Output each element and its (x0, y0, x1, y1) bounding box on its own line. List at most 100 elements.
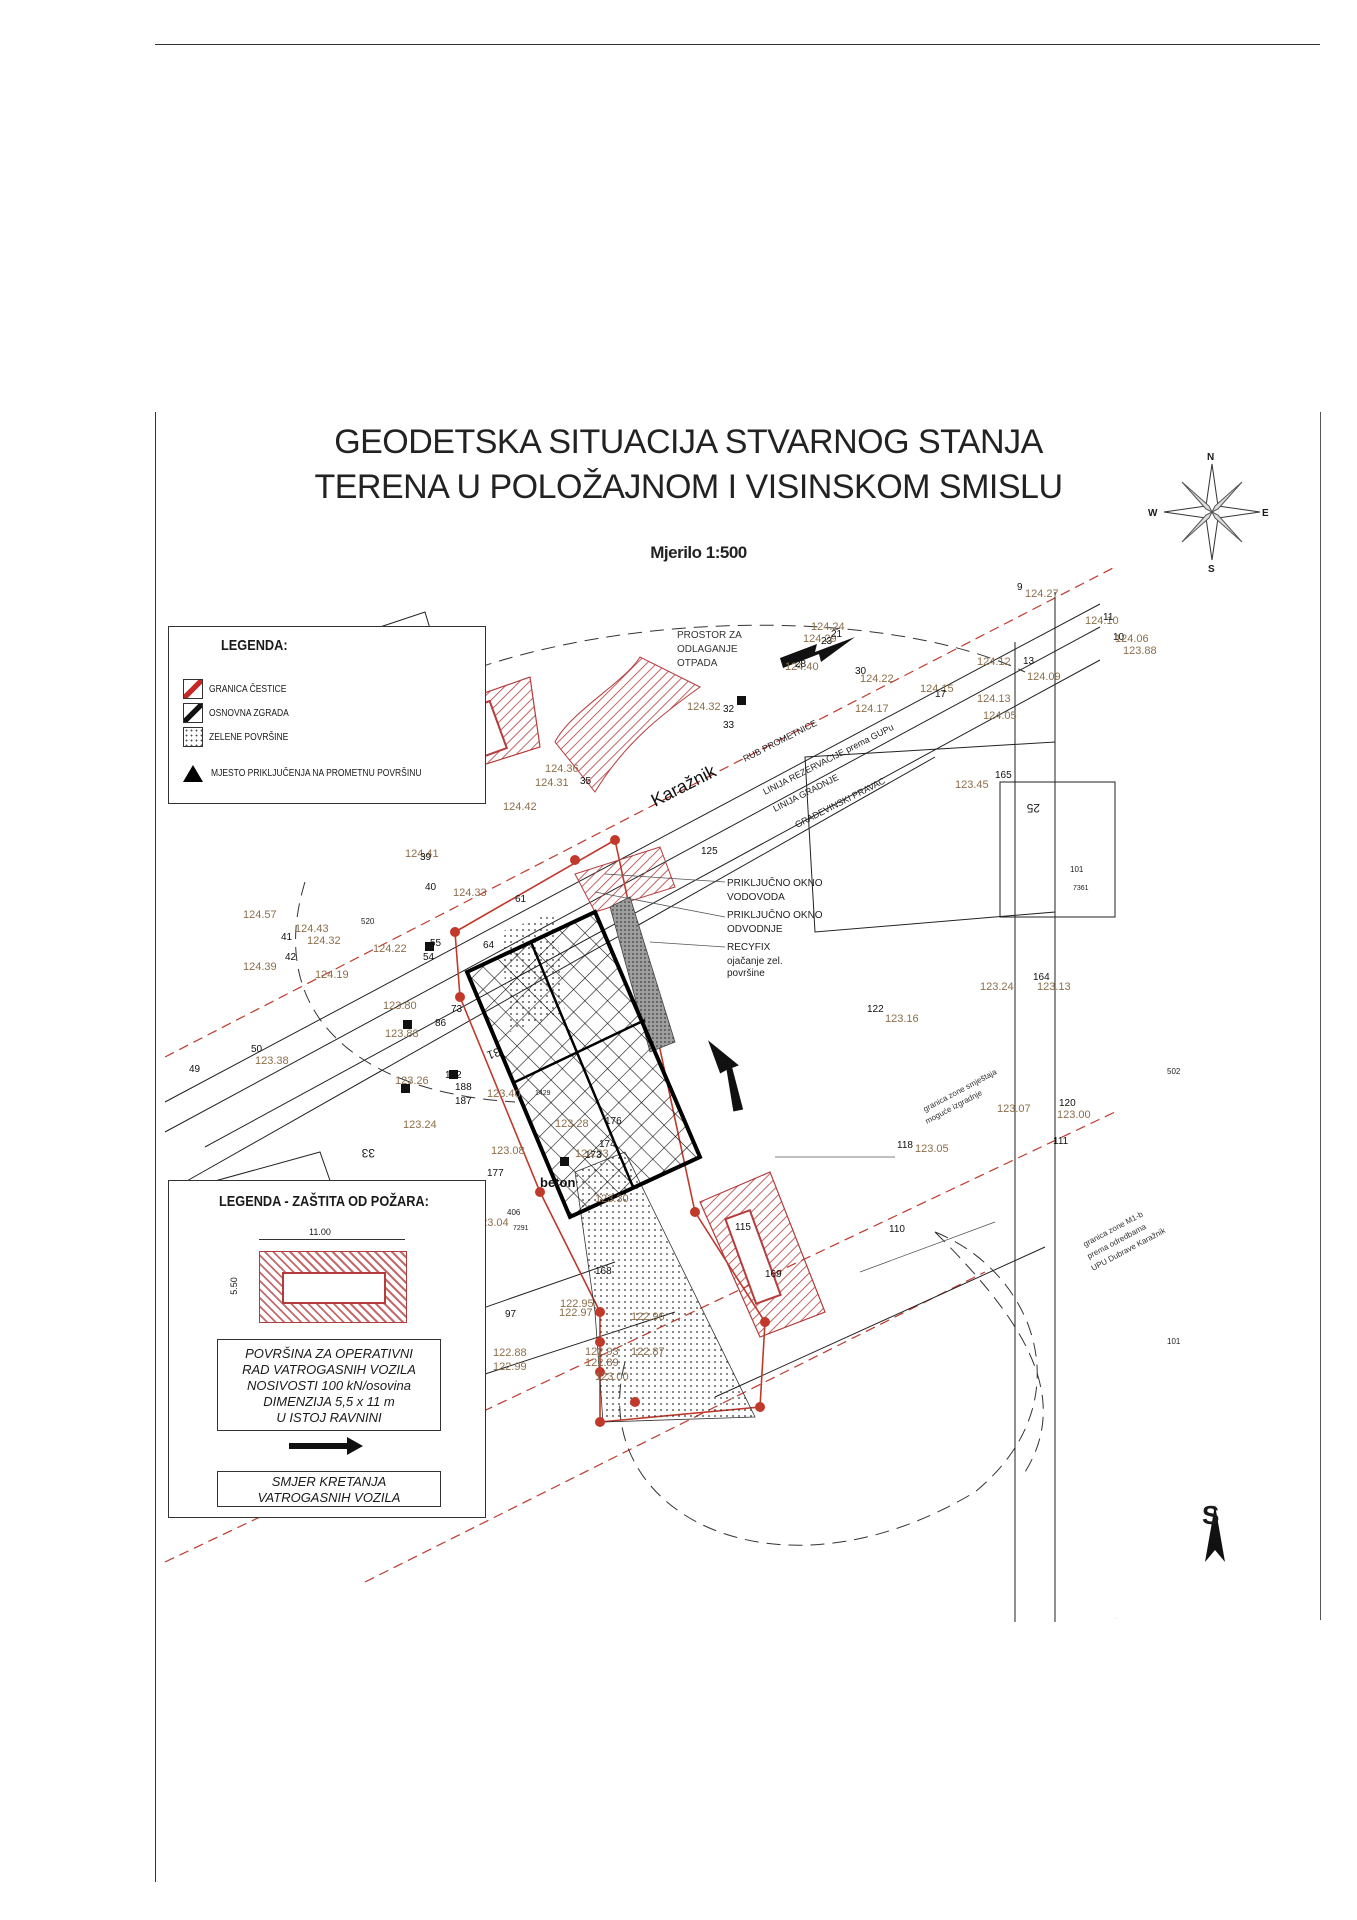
svg-text:PROSTOR ZA: PROSTOR ZA (677, 630, 742, 641)
svg-text:124.22: 124.22 (860, 673, 894, 685)
svg-text:122.95: 122.95 (560, 1298, 594, 1310)
svg-text:7361: 7361 (1073, 885, 1089, 892)
svg-text:OTPADA: OTPADA (677, 658, 718, 669)
svg-text:122.87: 122.87 (631, 1346, 665, 1358)
svg-text:124.12: 124.12 (977, 656, 1011, 668)
svg-text:124.32: 124.32 (307, 935, 341, 947)
svg-text:122.89: 122.89 (585, 1357, 619, 1369)
svg-text:86: 86 (435, 1018, 447, 1029)
south-marker: S (1202, 1500, 1220, 1530)
svg-text:97: 97 (505, 1309, 517, 1320)
svg-text:123.05: 123.05 (915, 1143, 949, 1155)
svg-text:123.00: 123.00 (595, 1371, 629, 1383)
fire-truck-area-bottom (699, 1171, 826, 1338)
svg-text:124.17: 124.17 (855, 703, 889, 715)
parcel-numbers: 25 33 31 101 502 7361 406 7291 520 1429 … (361, 801, 1181, 1346)
svg-text:101: 101 (1167, 1337, 1181, 1346)
svg-text:61: 61 (515, 894, 527, 905)
svg-text:124.40: 124.40 (785, 661, 819, 673)
svg-text:33: 33 (723, 720, 735, 731)
svg-text:123.33: 123.33 (575, 1148, 609, 1160)
svg-text:123.28: 123.28 (555, 1118, 589, 1130)
recyfix-strip (609, 896, 676, 1053)
svg-text:73: 73 (451, 1004, 463, 1015)
svg-text:123.13: 123.13 (1037, 981, 1071, 993)
svg-text:25: 25 (1026, 801, 1040, 815)
svg-text:124.39: 124.39 (243, 961, 277, 973)
svg-text:123.24: 123.24 (403, 1119, 437, 1131)
svg-text:123.30: 123.30 (595, 1193, 629, 1205)
svg-text:124.31: 124.31 (535, 777, 569, 789)
height-dimension: 5.50 (228, 1277, 239, 1295)
svg-text:118: 118 (897, 1140, 913, 1151)
dimension-line-width (259, 1239, 405, 1240)
legend-item-green: ZELENE POVRŠINE (183, 727, 302, 747)
svg-text:187: 187 (455, 1096, 472, 1107)
svg-text:21: 21 (831, 629, 843, 640)
svg-text:33: 33 (361, 1146, 375, 1160)
triangle-icon (183, 764, 203, 782)
svg-text:124.32: 124.32 (687, 701, 721, 713)
svg-text:165: 165 (995, 770, 1012, 781)
direction-arrow-top (780, 637, 855, 668)
svg-text:110: 110 (889, 1224, 905, 1235)
svg-text:188: 188 (455, 1082, 472, 1093)
fire-truck-area-swatch (259, 1251, 407, 1323)
svg-text:123.38: 123.38 (255, 1055, 289, 1067)
svg-text:1429: 1429 (535, 1090, 551, 1097)
svg-text:RECYFIX: RECYFIX (727, 942, 771, 953)
svg-text:9: 9 (1017, 582, 1023, 593)
width-dimension: 11.00 (309, 1227, 331, 1237)
boundary-markers (450, 835, 770, 1427)
svg-text:124.33: 124.33 (453, 887, 487, 899)
plan-right-border (1320, 412, 1321, 1620)
svg-text:174: 174 (599, 1139, 616, 1150)
svg-text:122.99: 122.99 (493, 1361, 527, 1373)
svg-text:120: 120 (1059, 1098, 1076, 1109)
svg-text:122.96: 122.96 (631, 1311, 665, 1323)
svg-text:64: 64 (483, 940, 495, 951)
svg-text:168: 168 (595, 1266, 612, 1277)
svg-text:23: 23 (821, 636, 833, 647)
svg-text:VODOVODA: VODOVODA (727, 892, 785, 903)
svg-text:122.93: 122.93 (585, 1346, 619, 1358)
svg-text:124.09: 124.09 (1027, 671, 1061, 683)
svg-text:31: 31 (485, 1045, 503, 1063)
site-plan: 124.27 124.10 124.06 123.88 124.24 124.2… (155, 412, 1320, 1622)
svg-text:PRIKLJUČNO OKNO: PRIKLJUČNO OKNO (727, 876, 823, 889)
svg-text:40: 40 (425, 882, 437, 893)
svg-text:123.00: 123.00 (1057, 1109, 1091, 1121)
svg-text:123.24: 123.24 (980, 981, 1014, 993)
title-line-2: TERENA U POLOŽAJNOM I VISINSKOM SMISLU (314, 468, 1063, 506)
svg-text:30: 30 (855, 666, 867, 677)
svg-text:123.40: 123.40 (487, 1088, 521, 1100)
svg-text:površine: površine (727, 968, 765, 979)
svg-text:124.27: 124.27 (1025, 588, 1059, 600)
svg-text:PRIKLJUČNO OKNO: PRIKLJUČNO OKNO (727, 908, 823, 921)
svg-text:13: 13 (1023, 656, 1035, 667)
main-building-swatch (183, 703, 203, 723)
survey-points (401, 696, 746, 1166)
compass-n: N (1207, 452, 1215, 463)
svg-text:10: 10 (1113, 632, 1125, 643)
svg-text:123.80: 123.80 (383, 1000, 417, 1012)
svg-text:124.57: 124.57 (243, 909, 277, 921)
svg-text:124.15: 124.15 (920, 683, 954, 695)
svg-text:164: 164 (1033, 972, 1050, 983)
svg-text:35: 35 (580, 776, 592, 787)
svg-text:50: 50 (251, 1044, 263, 1055)
title-line-1: GEODETSKA SITUACIJA STVARNOG STANJA (334, 423, 1043, 461)
svg-text:41: 41 (281, 932, 293, 943)
svg-text:173: 173 (585, 1150, 602, 1161)
point-labels: 9 10 11 13 17 21 23 28 30 32 33 35 39 40… (189, 582, 1125, 1320)
legend-item-connection: MJESTO PRIKLJUČENJA NA PROMETNU POVRŠINU (183, 763, 459, 783)
svg-text:123.08: 123.08 (491, 1145, 525, 1157)
svg-text:17: 17 (935, 689, 947, 700)
legend-item-building: OSNOVNA ZGRADA (183, 703, 303, 723)
svg-text:406: 406 (507, 1208, 521, 1217)
fire-truck-icon (282, 1272, 386, 1304)
svg-text:124.36: 124.36 (545, 763, 579, 775)
svg-text:124.13: 124.13 (977, 693, 1011, 705)
svg-text:192: 192 (445, 1070, 462, 1081)
street-name: Karažnik (648, 760, 720, 810)
